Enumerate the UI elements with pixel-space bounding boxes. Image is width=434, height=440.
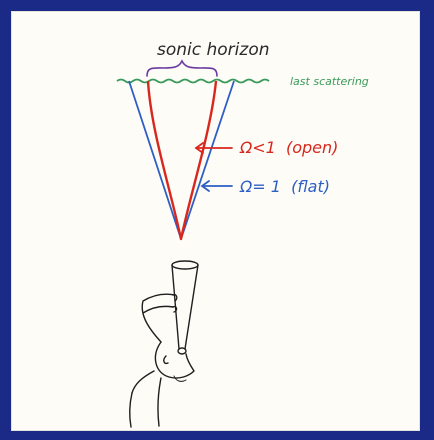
flat-label: Ω= 1 (flat) xyxy=(239,177,330,196)
telescope-opening xyxy=(171,260,199,270)
open-arrow xyxy=(194,142,233,154)
front-body xyxy=(128,392,133,428)
sonic-horizon-label: sonic horizon xyxy=(157,40,270,60)
eyepiece xyxy=(177,347,187,355)
raised-arm xyxy=(141,293,176,343)
neck-shoulder xyxy=(131,370,155,394)
last-scattering-line xyxy=(116,78,270,84)
paper-sheet: sonic horizon last scattering Ω<1 (open)… xyxy=(11,11,420,431)
horizon-brace xyxy=(146,59,218,77)
observer-figure xyxy=(128,260,199,428)
beard xyxy=(173,375,187,382)
ear xyxy=(163,355,169,365)
open-label: Ω<1 (open) xyxy=(239,138,338,157)
back xyxy=(157,377,162,427)
head xyxy=(154,341,195,379)
last-scattering-label: last scattering xyxy=(290,75,369,88)
flat-cone-line xyxy=(128,80,235,240)
open-cone-line xyxy=(146,80,218,241)
sketch-diagram: sonic horizon last scattering Ω<1 (open)… xyxy=(116,40,369,428)
flat-arrow xyxy=(200,180,233,192)
hand xyxy=(172,293,178,313)
